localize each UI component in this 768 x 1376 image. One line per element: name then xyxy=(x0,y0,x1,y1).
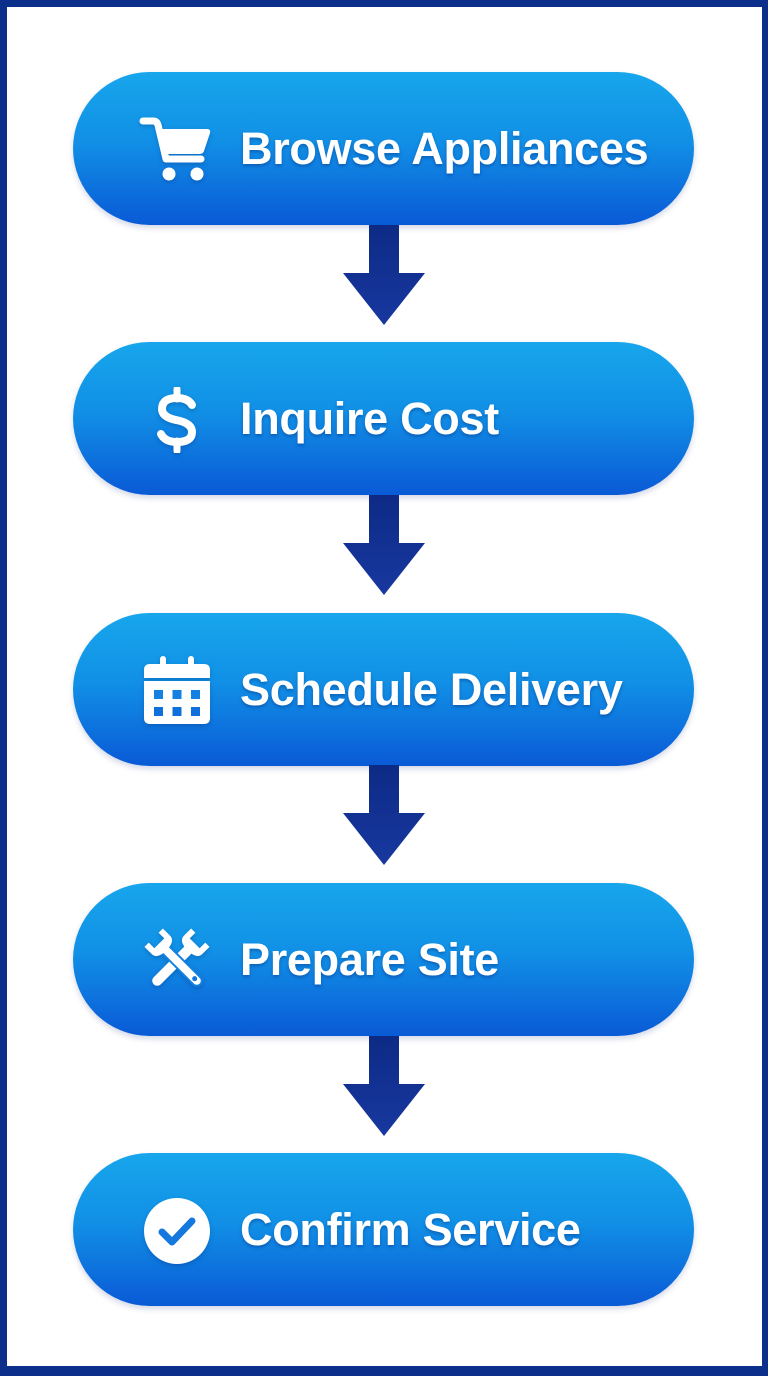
step-label: Schedule Delivery xyxy=(240,664,623,715)
step-label: Prepare Site xyxy=(240,934,500,985)
down-arrow-connector xyxy=(343,765,425,865)
step-label: Confirm Service xyxy=(240,1204,581,1255)
crossed-wrenches-icon xyxy=(139,923,215,999)
shopping-cart-icon xyxy=(139,112,215,188)
step-label: Browse Appliances xyxy=(240,123,649,174)
step-confirm-service[interactable]: Confirm Service xyxy=(73,1153,694,1306)
check-circle-icon xyxy=(139,1193,215,1269)
down-arrow-connector xyxy=(343,225,425,325)
step-prepare-site[interactable]: Prepare Site xyxy=(73,883,694,1036)
down-arrow-connector xyxy=(343,495,425,595)
step-schedule-delivery[interactable]: Schedule Delivery xyxy=(73,613,694,766)
step-browse-appliances[interactable]: Browse Appliances xyxy=(73,72,694,225)
step-inquire-cost[interactable]: Inquire Cost xyxy=(73,342,694,495)
down-arrow-connector xyxy=(343,1036,425,1136)
calendar-icon xyxy=(139,653,215,729)
dollar-sign-icon xyxy=(139,382,215,458)
step-label: Inquire Cost xyxy=(240,393,499,444)
